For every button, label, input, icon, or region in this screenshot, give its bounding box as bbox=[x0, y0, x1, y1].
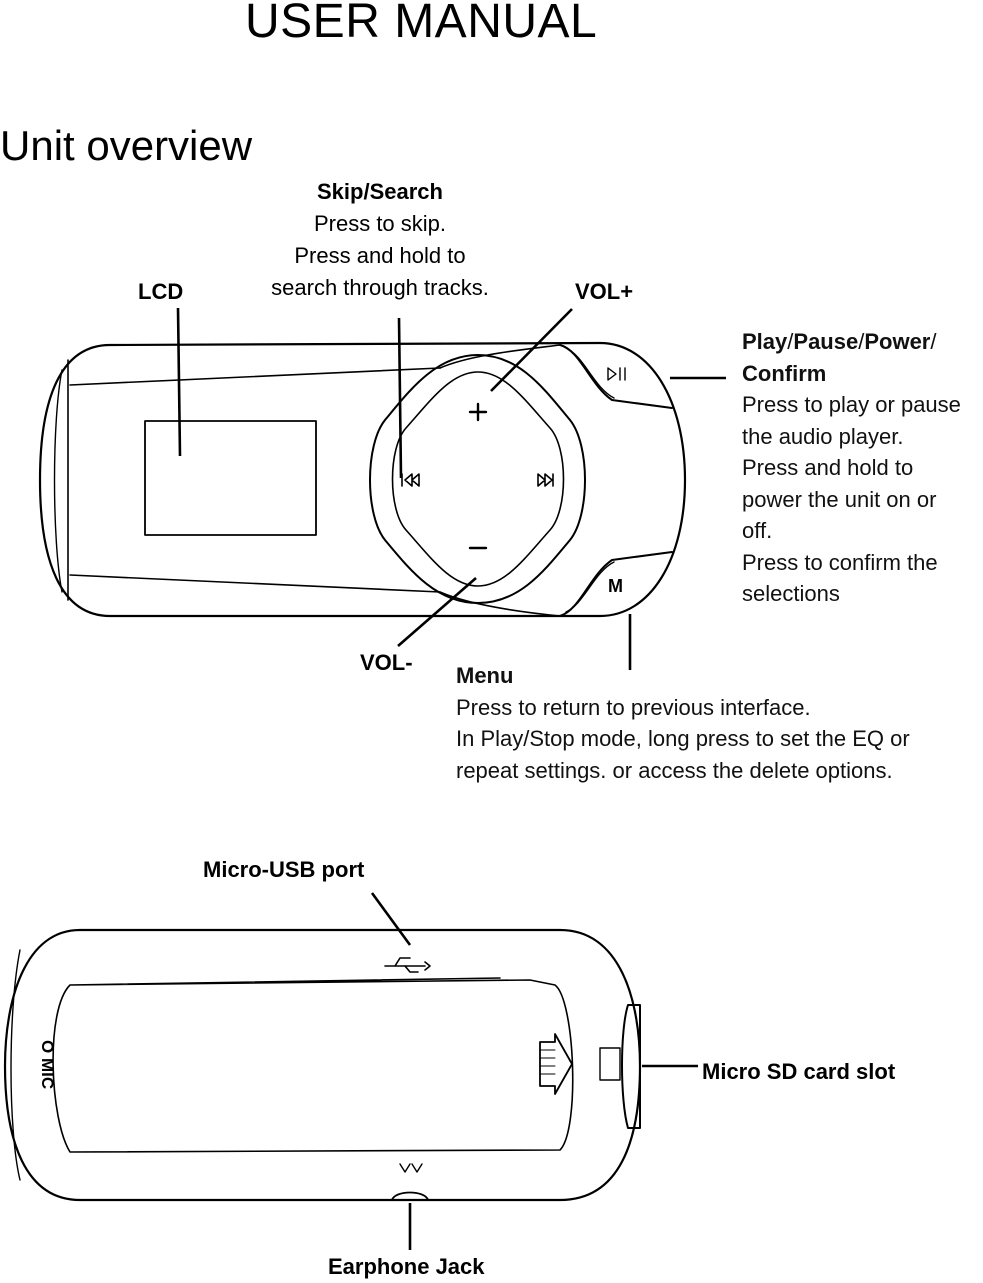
menu-button bbox=[559, 551, 673, 617]
sd-slot-label: Micro SD card slot bbox=[702, 1059, 896, 1084]
play-line: selections bbox=[742, 581, 840, 606]
pause-title: Pause bbox=[793, 329, 859, 354]
play-pause-callout: Play/Pause/Power/ Confirm Press to play … bbox=[742, 326, 983, 610]
skip-back-icon bbox=[401, 473, 420, 487]
skip-sep: / bbox=[363, 179, 370, 204]
lcd-screen bbox=[144, 420, 317, 536]
section-heading: Unit overview bbox=[0, 122, 253, 169]
play-line: Press and hold to bbox=[742, 455, 914, 480]
vol-plus-label: VOL+ bbox=[575, 279, 634, 304]
search-title: Search bbox=[369, 179, 443, 204]
menu-button-glyph: M bbox=[608, 576, 623, 596]
play-title: Play bbox=[742, 329, 788, 354]
menu-line: repeat settings. or access the delete op… bbox=[456, 757, 893, 783]
lcd-label: LCD bbox=[138, 279, 184, 304]
plus-icon bbox=[468, 402, 488, 422]
skip-search-callout: Skip/Search Press to skip. Press and hol… bbox=[240, 176, 520, 304]
dpad bbox=[369, 354, 586, 604]
play-sep-1: / bbox=[787, 329, 794, 354]
earphone-jack bbox=[391, 1163, 429, 1201]
play-line: Press to confirm the bbox=[742, 549, 938, 575]
arrow-slot-icon bbox=[539, 1033, 573, 1095]
front-leader-lines bbox=[176, 307, 726, 670]
mic-label: O MIC bbox=[38, 1040, 57, 1089]
play-sep-2: / bbox=[858, 329, 865, 354]
menu-line: Press to return to previous interface. bbox=[456, 694, 811, 720]
earphone-jack-label: Earphone Jack bbox=[328, 1254, 485, 1279]
skip-line-2: Press and hold to bbox=[294, 243, 466, 268]
play-line: power the unit on or bbox=[742, 486, 937, 512]
skip-title: Skip bbox=[317, 179, 364, 204]
play-sep-3: / bbox=[930, 329, 937, 354]
usb-port-label: Micro-USB port bbox=[203, 857, 365, 882]
page-title: USER MANUAL bbox=[245, 0, 598, 48]
play-pause-button bbox=[559, 344, 673, 409]
menu-title: Menu bbox=[456, 663, 514, 688]
power-title: Power bbox=[864, 329, 931, 354]
play-line: off. bbox=[742, 518, 773, 543]
vol-minus-label: VOL- bbox=[360, 650, 413, 675]
sd-slot bbox=[599, 1004, 641, 1129]
skip-line-1: Press to skip. bbox=[313, 211, 447, 236]
play-line: the audio player. bbox=[742, 423, 904, 449]
back-leader-lines bbox=[370, 892, 698, 1250]
skip-line-3: search through tracks. bbox=[271, 275, 489, 300]
skip-forward-icon bbox=[537, 473, 554, 487]
back-device-outline bbox=[3, 928, 642, 1202]
confirm-title: Confirm bbox=[742, 360, 827, 386]
menu-line: In Play/Stop mode, long press to set the… bbox=[456, 726, 910, 751]
front-device-outline bbox=[38, 341, 687, 618]
menu-callout: Menu Press to return to previous interfa… bbox=[456, 660, 976, 786]
usb-icon bbox=[384, 957, 431, 973]
play-line: Press to play or pause bbox=[742, 392, 961, 417]
